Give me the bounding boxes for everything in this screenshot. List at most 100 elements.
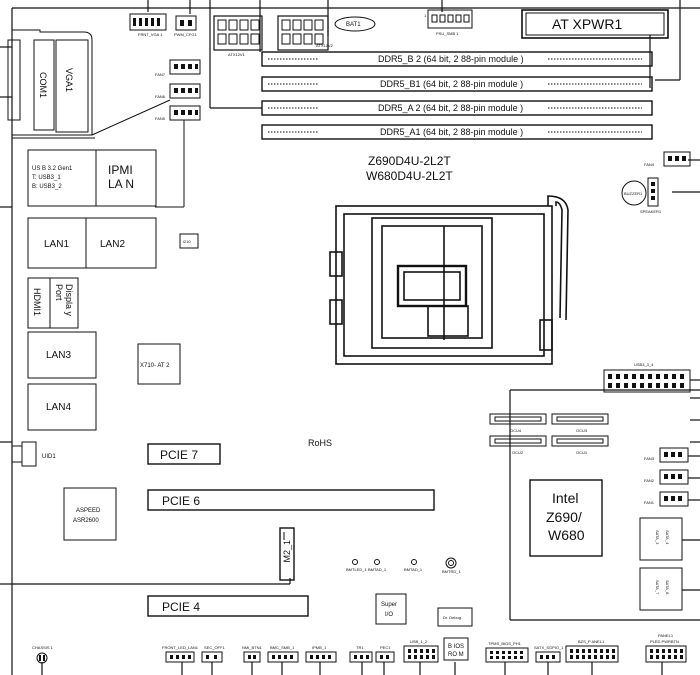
vga-label: VGA1 xyxy=(64,68,74,92)
usb-bottom-label: B: USB3_2 xyxy=(32,184,62,190)
dimm-b2: DDR5_B 2 (64 bit, 2 88-pin module ) xyxy=(261,51,653,67)
dp-label-2: Port xyxy=(54,284,64,301)
fan3-label: FAN3 xyxy=(644,456,655,461)
hdmi-dp-stack: HDMI1 Displa y Port xyxy=(27,277,79,329)
dimm-b1: DDR5_B1 (64 bit, 2 88-pin module ) xyxy=(261,76,653,92)
dimm-slots: DDR5_B 2 (64 bit, 2 88-pin module ) DDR5… xyxy=(261,51,653,140)
pch-label-1: Intel xyxy=(552,490,578,506)
superio-label-2: I/O xyxy=(385,612,393,618)
i210-chip: i210 xyxy=(179,233,199,249)
atx-power-connector: AT XPWR1 xyxy=(521,9,669,39)
sata-7-8-connector: SATA_7 SATA_8 xyxy=(639,567,683,611)
lan2-label: LAN2 xyxy=(100,239,125,250)
led3-label: BMTAD_1 xyxy=(404,567,423,572)
superio-label-1: Super xyxy=(381,602,397,608)
pcie7-slot: PCIE 7 xyxy=(147,443,221,465)
vga-lines xyxy=(12,99,171,139)
pwm-cfg-header: PWM_CFG1 xyxy=(174,15,197,37)
ipmi-label-2: LA N xyxy=(108,177,134,191)
led2-label: BMTAD_1 xyxy=(368,567,387,572)
fan1-label: FAN1 xyxy=(644,500,655,505)
bmc-panel-label: BZS_P ANEL1 xyxy=(578,639,605,644)
bios-label-2: RO M xyxy=(448,652,464,658)
nmi-btn-label: NMI_BTN1 xyxy=(242,645,263,650)
fan5-label: FAN5 xyxy=(155,116,166,121)
sata-3-label: SATA_3 xyxy=(655,530,660,545)
pch-label-2: Z690/ xyxy=(546,509,582,525)
bios-label-1: B IOS xyxy=(448,644,464,650)
dimm-a1-label: DDR5_A1 (64 bit, 2 88-pin module ) xyxy=(380,127,523,137)
usb-top-label: T: USB3_1 xyxy=(32,175,61,181)
sata-3-4-connector: SATA_3 SATA_4 xyxy=(639,517,683,561)
com-label: COM1 xyxy=(38,72,48,98)
fan7-header: FAN7 xyxy=(155,59,201,77)
speaker-header: SPEAKER1 xyxy=(640,177,662,214)
panel-label-2: PLED PWRBTN xyxy=(650,639,679,644)
i210-label: i210 xyxy=(183,239,191,244)
atx-power-label: AT XPWR1 xyxy=(552,16,622,32)
lan1-lan2-stack: LAN1 LAN2 xyxy=(27,217,157,269)
lan3-port: LAN3 xyxy=(27,331,97,379)
pcie6-label: PCIE 6 xyxy=(162,494,200,508)
aspeed-label-2: ASR2600 xyxy=(73,518,99,524)
sata-4-label: SATA_4 xyxy=(665,530,670,545)
board-model-2: W680D4U-2L2T xyxy=(366,169,453,183)
bios-rom: B IOS RO M xyxy=(443,637,469,661)
usb34-header: USB3_3_4 xyxy=(603,362,691,393)
board-model-1: Z690D4U-2L2T xyxy=(368,154,451,168)
lan3-label: LAN3 xyxy=(46,350,71,361)
front-led-lan-label: FRONT_LED_LAN1 xyxy=(162,645,199,650)
occ4-label: OCU4 xyxy=(510,428,522,433)
sata-8-label: SATA_8 xyxy=(665,580,670,595)
psu-smb-pin1: 1 xyxy=(424,13,427,18)
atx12v1-connector: ATX12V1 xyxy=(213,15,263,57)
fan3-header: FAN3 xyxy=(644,447,689,463)
aspeed-bmc-chip: ASPEED ASR2600 xyxy=(63,487,117,541)
frnt-vga-label: FRNT_VGA 1 xyxy=(138,32,163,37)
bottom-header-pins xyxy=(39,649,683,661)
bmc-smb-label: BMC_SMB_1 xyxy=(270,645,295,650)
uid-label: UID1 xyxy=(42,454,56,460)
fan4-header: FAN4 xyxy=(644,151,691,167)
atx12v2-label: ATX12V2 xyxy=(316,43,334,48)
hdmi-label: HDMI1 xyxy=(32,288,42,316)
pcie4-slot: PCIE 4 xyxy=(147,595,309,617)
lan4-port: LAN4 xyxy=(27,383,97,431)
fan1-header: FAN1 xyxy=(644,491,689,507)
aspeed-label-1: ASPEED xyxy=(76,508,101,514)
fan2-header: FAN2 xyxy=(644,469,689,485)
usb-ipmi-stack: US B 3.2 Gen1 T: USB3_1 B: USB3_2 IPMI L… xyxy=(27,149,157,207)
occ2-label: OCU2 xyxy=(512,450,524,455)
fan5-header: FAN5 xyxy=(155,105,201,121)
uid-button: UID1 xyxy=(11,441,56,467)
cpu-socket xyxy=(329,195,569,365)
sata-7-label: SATA_7 xyxy=(655,580,660,595)
usb12-label: USB_1_2 xyxy=(410,639,428,644)
pwm-cfg-label: PWM_CFG1 xyxy=(174,32,197,37)
panel-label-1: PANEL1 xyxy=(658,633,674,638)
pcie6-slot: PCIE 6 xyxy=(147,489,435,511)
bottom-headers xyxy=(36,645,687,664)
battery-label: BAT1 xyxy=(346,22,361,28)
x710-chip: X710- AT 2 xyxy=(137,343,181,385)
chassis-label: CHASSIS 1 xyxy=(32,645,54,650)
fan7-label: FAN7 xyxy=(155,72,166,77)
lan1-label: LAN1 xyxy=(44,239,69,250)
pcie7-label: PCIE 7 xyxy=(160,448,198,462)
dimm-b2-label: DDR5_B 2 (64 bit, 2 88-pin module ) xyxy=(378,54,524,64)
dimm-a1: DDR5_A1 (64 bit, 2 88-pin module ) xyxy=(261,124,653,140)
x710-label: X710- AT 2 xyxy=(140,363,170,369)
led1-label: BMTLED_1 xyxy=(346,567,367,572)
ipmb-label: IPMB_1 xyxy=(312,645,327,650)
led4-label: BMTRD_1 xyxy=(442,569,461,574)
dr-debug-label: Dr. Debug xyxy=(443,615,461,620)
pcie4-label: PCIE 4 xyxy=(162,600,200,614)
battery: BAT1 xyxy=(334,16,376,32)
pec1-label: PEC1 xyxy=(380,645,391,650)
dr-debug-display: Dr. Debug xyxy=(437,607,473,627)
occ3-label: OCU3 xyxy=(576,428,588,433)
satx-sgpio-label: SATX_SGPIO_1 xyxy=(534,645,564,650)
speaker-label: SPEAKER1 xyxy=(640,209,662,214)
psu-smb-header: 1 PSU_SMB 1 xyxy=(424,9,473,36)
usb-gen-label: US B 3.2 Gen1 xyxy=(32,166,73,172)
